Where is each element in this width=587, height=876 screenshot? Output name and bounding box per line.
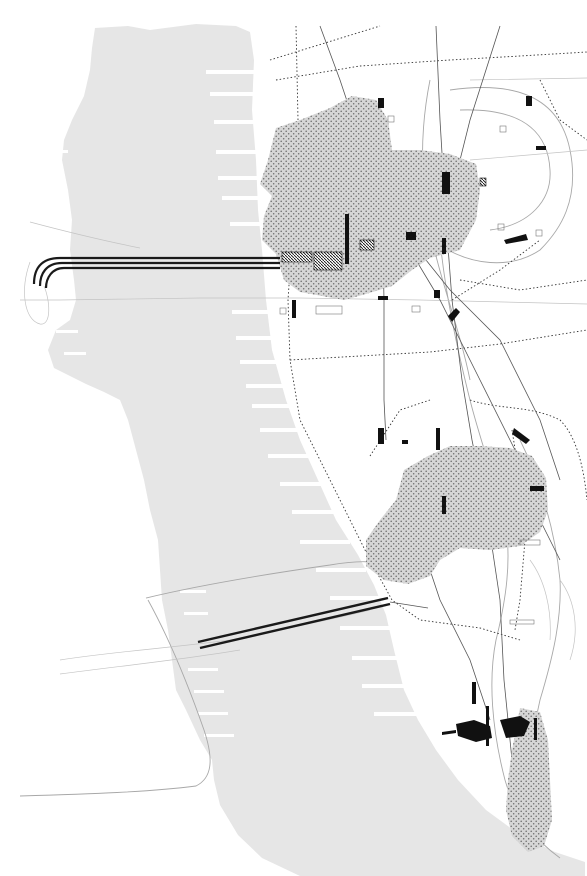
building-block-13 — [442, 496, 446, 514]
stipple-south-cluster — [506, 708, 552, 852]
building-block-12 — [530, 486, 544, 491]
lower-west-road-2 — [59, 649, 241, 675]
building-block-16 — [534, 718, 537, 740]
building-block-3 — [526, 96, 532, 106]
coastal-road-south — [19, 599, 211, 797]
boundary-north-diag — [269, 25, 381, 61]
feature-box-4 — [497, 223, 505, 231]
bridge — [197, 596, 429, 650]
building-hatched-3 — [359, 239, 375, 251]
boundary-mid — [289, 329, 587, 361]
north-east-road — [469, 77, 587, 81]
building-block-4 — [536, 146, 546, 150]
feature-box-1 — [387, 115, 395, 123]
boundary-diag-2 — [451, 239, 541, 301]
building-block-7 — [442, 238, 446, 254]
boundary-short-e — [539, 79, 587, 141]
feature-box-5 — [535, 229, 543, 237]
east-lines — [469, 149, 587, 161]
bridge-approach — [389, 601, 429, 609]
feature-box-3 — [411, 305, 421, 313]
highway-central — [439, 239, 561, 859]
bridge-deck-a — [197, 596, 389, 644]
building-block-17 — [402, 440, 408, 444]
building-block-6 — [406, 232, 416, 240]
bay-road-west — [20, 297, 587, 305]
density-stipple — [260, 96, 552, 852]
tunnel-3 — [44, 266, 280, 289]
feature-box-6 — [315, 305, 343, 315]
building-block-2 — [378, 98, 384, 108]
stipple-middle-cluster — [366, 446, 548, 584]
building-block-5 — [442, 172, 450, 194]
feature-box-2 — [279, 307, 287, 315]
boundary-east-diag — [459, 279, 587, 291]
pier-fingers — [46, 70, 422, 737]
highway-east-ring — [439, 87, 574, 264]
feature-box-8 — [519, 539, 541, 546]
boundary-north-1 — [275, 51, 587, 81]
feature-box-7 — [499, 125, 507, 133]
western-landmass — [48, 24, 585, 876]
building-tower-1 — [345, 214, 349, 264]
inner-loop-road — [529, 559, 551, 641]
building-block-9 — [434, 290, 440, 298]
upper-west-road — [29, 221, 141, 249]
tunnels — [32, 256, 280, 289]
boundary-curve-east — [469, 399, 587, 501]
tunnel-1 — [32, 256, 280, 285]
building-block-15 — [486, 706, 489, 746]
building-cluster-south-2 — [500, 716, 530, 738]
building-block-8 — [378, 296, 388, 300]
right-edge-road — [559, 579, 576, 661]
bridge-deck-b — [199, 602, 391, 650]
building-hatched-4 — [479, 177, 487, 187]
building-hatched-2 — [313, 251, 343, 271]
building-wedge-2 — [448, 308, 460, 322]
lagoon-outline — [24, 261, 50, 325]
highway-inner-ring — [459, 109, 551, 231]
line-north-south-a — [435, 25, 513, 761]
small-features — [279, 115, 543, 625]
building-wedge-1 — [504, 234, 528, 244]
building-cluster-south — [456, 720, 492, 742]
stipple-north-cluster — [260, 96, 480, 300]
building-line-south — [442, 730, 456, 735]
building-wedge-3 — [512, 428, 530, 444]
tunnel-2 — [38, 261, 280, 287]
building-block-14 — [472, 682, 476, 704]
building-block-11 — [436, 428, 440, 450]
building-block-10 — [378, 428, 384, 444]
building-hatched-1 — [281, 251, 313, 263]
feature-box-9 — [509, 619, 535, 625]
buildings — [281, 96, 546, 746]
building-block-1 — [292, 300, 296, 318]
